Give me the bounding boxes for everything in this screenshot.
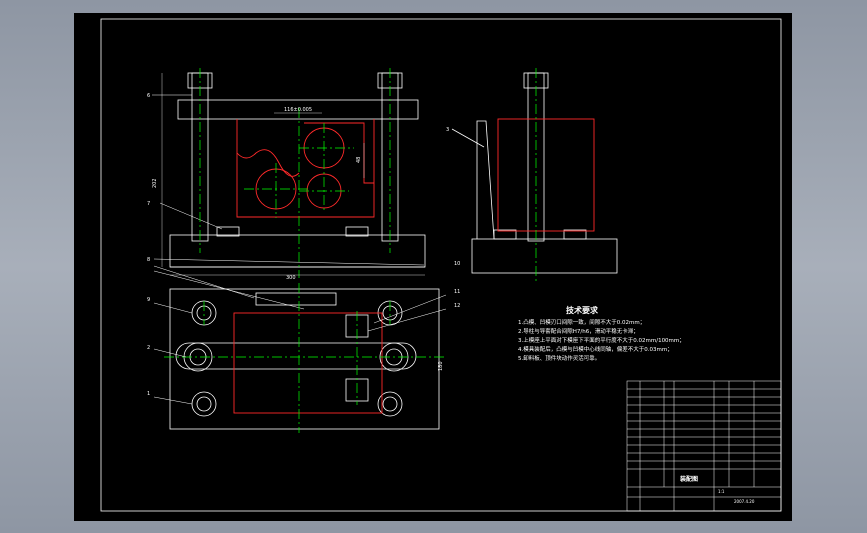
plan-part <box>233 312 383 414</box>
dim-base-width: 300 <box>286 275 296 281</box>
label-3: 3 <box>446 127 449 133</box>
label-11: 11 <box>454 289 460 295</box>
notes-line-1: 1.凸模、凹模刃口间隙一致，间隙不大于0.02mm； <box>518 318 645 326</box>
label-2: 2 <box>147 345 150 351</box>
dim-plan-height: 180 <box>438 361 444 371</box>
dim-height: 202 <box>152 178 158 188</box>
drawing-border <box>100 18 782 512</box>
title-block <box>626 380 782 512</box>
front-part <box>236 119 375 218</box>
notes-line-2: 2.导柱与导套配合间隙H7/h6，滑动平稳无卡滞； <box>518 327 639 335</box>
front-centerlines <box>199 68 391 278</box>
front-leaders <box>152 94 425 310</box>
label-9: 9 <box>147 297 150 303</box>
plan-view <box>169 288 440 430</box>
title-block-date: 2007.4.20 <box>734 499 755 504</box>
title-block-scale: 1:1 <box>718 489 725 494</box>
side-view <box>451 72 618 274</box>
label-1: 1 <box>147 391 150 397</box>
label-7: 7 <box>147 201 150 207</box>
label-8: 8 <box>147 257 150 263</box>
drawing-viewport[interactable]: 116±0.005 202 300 48 6 7 8 9 10 11 12 1 … <box>74 13 792 521</box>
notes-line-5: 5.卸料板、顶件块动作灵活可靠。 <box>518 354 600 362</box>
notes-line-3: 3.上模座上平面对下模座下平面的平行度不大于0.02mm/100mm； <box>518 336 685 344</box>
dim-top-width: 116±0.005 <box>284 107 312 113</box>
plan-leaders <box>153 294 447 405</box>
label-12: 12 <box>454 303 460 309</box>
label-6: 6 <box>147 93 150 99</box>
notes-line-4: 4.模具装配后，凸模与凹模中心线同轴，偏差不大于0.03mm； <box>518 345 673 353</box>
label-10: 10 <box>454 261 460 267</box>
title-block-name: 装配图 <box>679 475 698 483</box>
notes-title: 技术要求 <box>566 305 599 315</box>
cad-drawing: 116±0.005 202 300 48 6 7 8 9 10 11 12 1 … <box>100 18 782 512</box>
plan-centerlines <box>164 283 446 433</box>
front-dimensions <box>161 73 425 276</box>
side-part <box>497 118 595 232</box>
front-view <box>169 72 426 268</box>
dim-right-vertical: 48 <box>356 157 362 163</box>
